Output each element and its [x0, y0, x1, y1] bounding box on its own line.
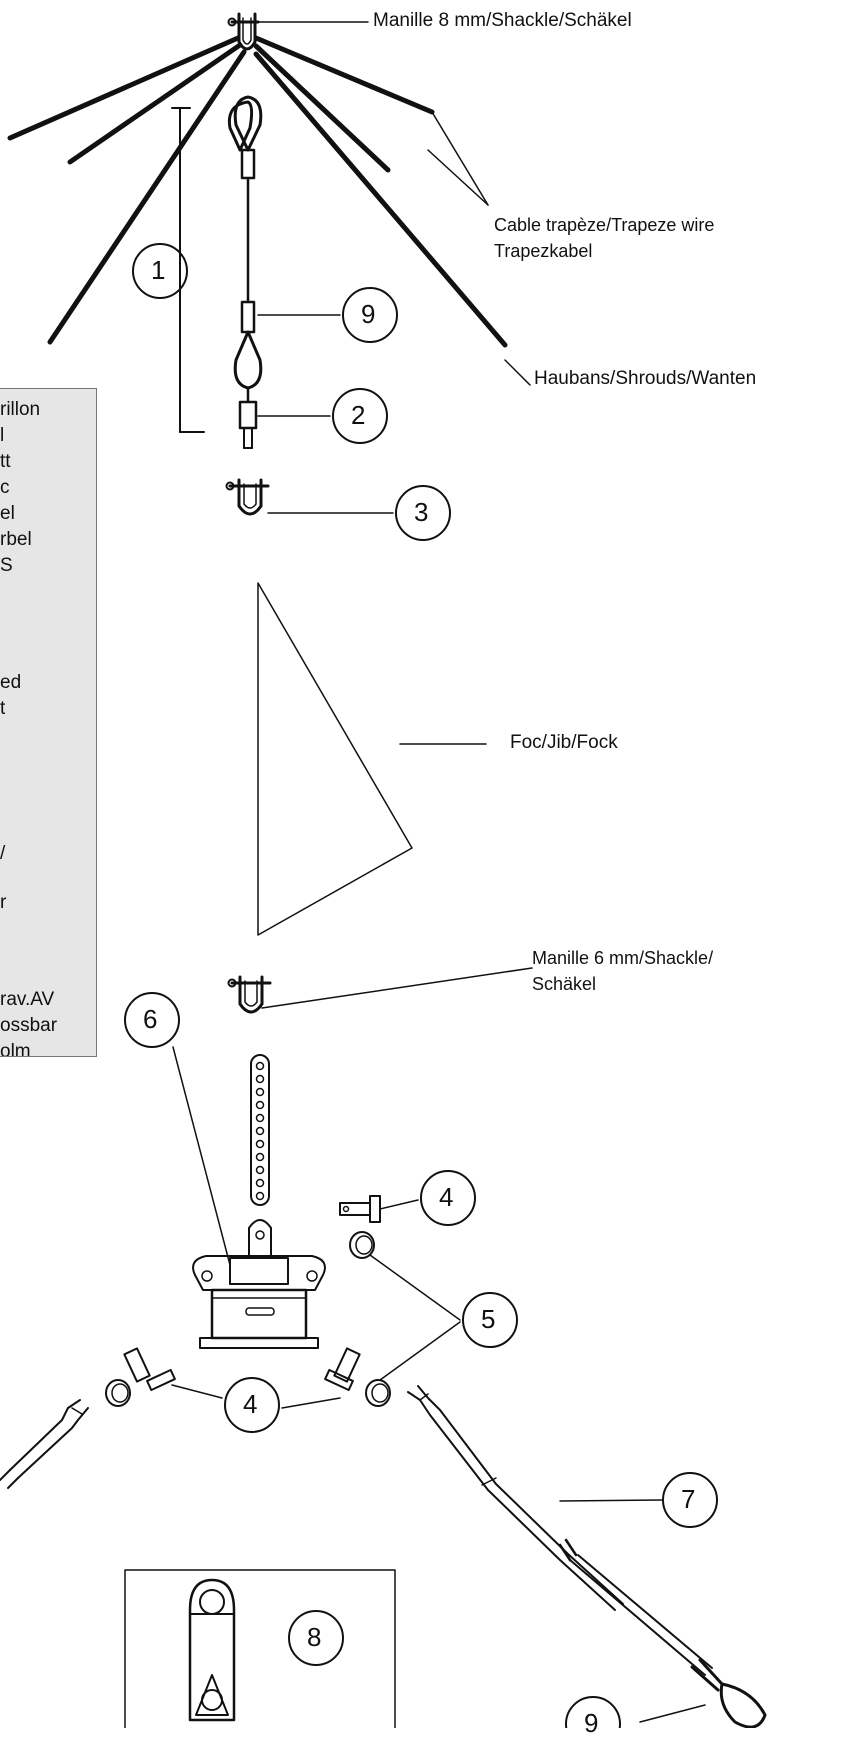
left-washer-icon	[105, 1379, 131, 1407]
callout-4-lower: 4	[243, 1389, 258, 1419]
callout-9-upper: 9	[361, 299, 376, 329]
label-shackle-8mm: Manille 8 mm/Shackle/Schäkel	[373, 10, 632, 31]
left-clevis-pin-icon	[123, 1347, 176, 1392]
legend-row: ossbar	[0, 1015, 58, 1036]
jib-sail	[257, 582, 413, 936]
label-shackle-6mm-line2: Schäkel	[532, 974, 597, 994]
bow-fitting-icon	[192, 1219, 326, 1349]
callout-1: 1	[151, 255, 166, 285]
trapeze-wire-left-1	[7, 35, 241, 141]
clevis-pin-icon	[339, 1195, 381, 1223]
legend-row: olm	[0, 1041, 31, 1057]
legend-row: l	[0, 425, 5, 446]
legend-row: S	[0, 555, 13, 576]
right-washer-icon	[365, 1379, 391, 1407]
left-fork-terminal-icon	[0, 1399, 89, 1489]
shackle-3-icon	[225, 478, 270, 516]
right-fork-terminal-icon	[407, 1385, 767, 1728]
right-clevis-pin-icon	[324, 1347, 361, 1392]
shroud-left	[47, 49, 247, 345]
callout-6: 6	[143, 1004, 158, 1034]
adjustment-strap-icon	[250, 1054, 270, 1206]
legend-row: el	[0, 503, 15, 524]
legend-row: c	[0, 477, 10, 498]
trapeze-wire-right-2	[253, 43, 391, 173]
label-trapeze-wire-line2: Trapezkabel	[494, 241, 593, 261]
callout-7: 7	[681, 1484, 696, 1514]
parts-legend-box: rillon l tt c el rbel S ed t / r rav.AV …	[0, 388, 97, 1057]
label-trapeze-wire: Cable trapèze/Trapeze wire Trapezkabel	[494, 212, 714, 264]
label-shackle-6mm-line1: Manille 6 mm/Shackle/	[532, 948, 714, 968]
trapeze-wire-left-2	[67, 42, 243, 165]
legend-row: /	[0, 843, 6, 864]
legend-row: ed	[0, 672, 22, 693]
shackle-6mm-icon	[227, 975, 272, 1014]
shroud-right	[253, 51, 508, 348]
label-shackle-6mm: Manille 6 mm/Shackle/ Schäkel	[532, 945, 713, 997]
callout-8: 8	[307, 1622, 322, 1652]
label-trapeze-wire-line1: Cable trapèze/Trapeze wire	[494, 215, 715, 235]
forestay-wire-icon	[227, 95, 263, 449]
callout-9-lower: 9	[584, 1708, 599, 1738]
legend-row: rillon	[0, 399, 41, 420]
tack-strop-icon	[188, 1578, 236, 1722]
washer-icon	[349, 1231, 375, 1259]
legend-row: rbel	[0, 529, 32, 550]
legend-row: tt	[0, 451, 11, 472]
part8-inset-box	[124, 1569, 396, 1728]
callout-4-upper: 4	[439, 1182, 454, 1212]
top-shackle-icon	[227, 12, 260, 51]
legend-row: t	[0, 698, 6, 719]
legend-row: r	[0, 892, 7, 913]
label-jib: Foc/Jib/Fock	[510, 732, 618, 753]
callout-3: 3	[414, 497, 429, 527]
label-shrouds: Haubans/Shrouds/Wanten	[534, 368, 757, 389]
legend-row: rav.AV	[0, 989, 55, 1010]
callout-5: 5	[481, 1304, 496, 1334]
trapeze-wire-right-1	[253, 35, 435, 115]
callout-2: 2	[351, 400, 366, 430]
